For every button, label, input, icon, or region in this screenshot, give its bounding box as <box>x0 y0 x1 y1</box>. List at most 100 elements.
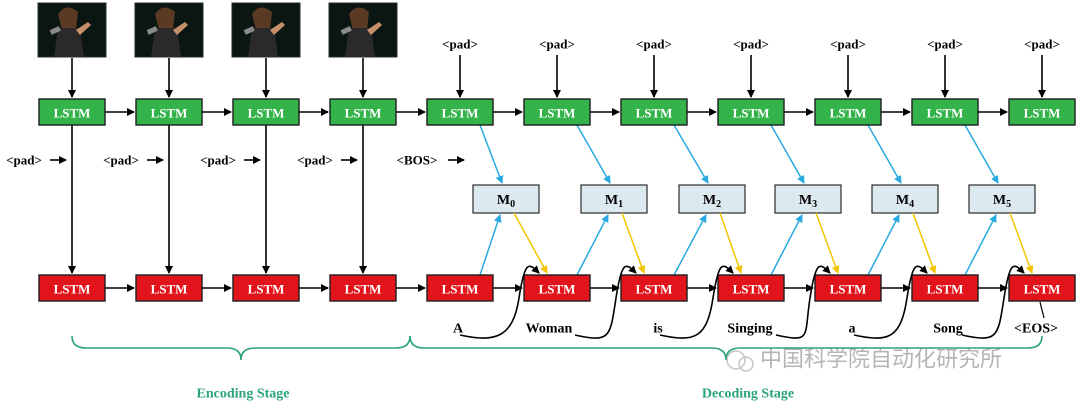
top-pad-label: <pad> <box>1024 37 1060 52</box>
yellow-output-arrow <box>513 212 548 274</box>
lstm-bottom-box <box>814 274 882 302</box>
video-frame-thumbnail <box>328 2 398 58</box>
singer-hair-shape <box>349 7 369 31</box>
video-frame-thumbnail <box>134 2 204 58</box>
memory-box <box>774 184 842 214</box>
singer-arm-shape <box>270 22 285 35</box>
microphone-shape <box>340 26 352 35</box>
lstm-top-label: LSTM <box>345 106 382 121</box>
lstm-bottom-box <box>1008 274 1076 302</box>
lstm-top-cell: LSTM <box>232 98 300 126</box>
lstm-bottom-box <box>135 274 203 302</box>
watermark-logo-icon <box>726 350 746 370</box>
lstm-top-box <box>911 98 979 126</box>
caption-word: A <box>453 322 464 337</box>
memory-label: M2 <box>703 193 721 210</box>
memory-label-subscript: 5 <box>1006 199 1011 210</box>
memory-box <box>968 184 1036 214</box>
memory-label: M4 <box>896 193 914 210</box>
top-pad-label: <pad> <box>830 37 866 52</box>
memory-label-main: M <box>993 193 1006 208</box>
lstm-top-cell: LSTM <box>620 98 688 126</box>
lstm-bottom-cell: LSTM <box>426 274 494 302</box>
lstm-bottom-label: LSTM <box>733 282 770 297</box>
top-pad-label: <pad> <box>442 37 478 52</box>
side-pad-label: <pad> <box>6 153 42 168</box>
lstm-bottom-label: LSTM <box>927 282 964 297</box>
lstm-top-cell: LSTM <box>1008 98 1076 126</box>
lstm-top-cell: LSTM <box>911 98 979 126</box>
lstm-top-box <box>38 98 106 126</box>
memory-box <box>678 184 746 214</box>
top-pad-label: <pad> <box>733 37 769 52</box>
yellow-output-arrow <box>719 212 743 274</box>
singer-hair-shape <box>155 7 175 31</box>
word-feedback-arrow <box>659 265 734 339</box>
eos-tick <box>1039 301 1045 319</box>
memory-label-main: M <box>799 193 812 208</box>
lstm-bottom-label: LSTM <box>345 282 382 297</box>
lstm-bottom-box <box>329 274 397 302</box>
lstm-top-label: LSTM <box>636 106 673 121</box>
blue-read-arrow <box>576 124 611 184</box>
bos-label: <BOS> <box>397 153 438 168</box>
blue-write-arrow <box>673 214 707 276</box>
memory-block: M2 <box>678 184 746 214</box>
top-pad-label: <pad> <box>539 37 575 52</box>
blue-write-arrow <box>576 214 609 276</box>
lstm-top-label: LSTM <box>927 106 964 121</box>
lstm-top-box <box>523 98 591 126</box>
microphone-shape <box>49 26 61 35</box>
lstm-bottom-cell: LSTM <box>38 274 106 302</box>
blue-write-arrow <box>964 214 997 276</box>
memory-label-main: M <box>497 193 510 208</box>
memory-label-subscript: 4 <box>909 199 914 210</box>
singer-body-shape <box>345 28 375 57</box>
caption-word: a <box>849 322 856 337</box>
lstm-bottom-box <box>717 274 785 302</box>
memory-block: M3 <box>774 184 842 214</box>
yellow-output-arrow <box>912 212 937 274</box>
singer-arm-shape <box>76 22 91 35</box>
lstm-top-cell: LSTM <box>717 98 785 126</box>
lstm-top-label: LSTM <box>733 106 770 121</box>
lstm-bottom-label: LSTM <box>442 282 479 297</box>
memory-label-subscript: 0 <box>510 199 515 210</box>
yellow-output-arrow <box>815 212 840 274</box>
lstm-top-cell: LSTM <box>426 98 494 126</box>
lstm-bottom-box <box>523 274 591 302</box>
lstm-top-box <box>1008 98 1076 126</box>
blue-write-arrow <box>479 214 502 276</box>
lstm-bottom-cell: LSTM <box>620 274 688 302</box>
lstm-top-box <box>232 98 300 126</box>
lstm-top-box <box>814 98 882 126</box>
lstm-top-label: LSTM <box>442 106 479 121</box>
encoding-stage-brace <box>71 335 411 361</box>
yellow-output-arrow <box>1009 212 1034 274</box>
memory-label: M0 <box>497 193 515 210</box>
singer-body-shape <box>151 28 181 57</box>
memory-label-subscript: 2 <box>716 199 721 210</box>
memory-label-subscript: 3 <box>812 199 817 210</box>
side-pad-label: <pad> <box>103 153 139 168</box>
memory-block: M4 <box>871 184 939 214</box>
lstm-bottom-cell: LSTM <box>814 274 882 302</box>
blue-read-arrow <box>964 124 999 184</box>
lstm-bottom-box <box>426 274 494 302</box>
lstm-bottom-label: LSTM <box>54 282 91 297</box>
word-feedback-arrow <box>459 265 540 339</box>
microphone-shape <box>146 26 158 35</box>
word-feedback-arrow <box>775 265 831 339</box>
lstm-top-box <box>426 98 494 126</box>
lstm-bottom-cell: LSTM <box>523 274 591 302</box>
caption-word: Woman <box>526 322 573 337</box>
memory-label: M3 <box>799 193 817 210</box>
memory-box <box>871 184 939 214</box>
memory-label-main: M <box>896 193 909 208</box>
blue-read-arrow <box>673 124 709 184</box>
word-feedback-arrow <box>853 265 928 339</box>
lstm-bottom-cell: LSTM <box>329 274 397 302</box>
lstm-bottom-cell: LSTM <box>911 274 979 302</box>
top-pad-label: <pad> <box>927 37 963 52</box>
